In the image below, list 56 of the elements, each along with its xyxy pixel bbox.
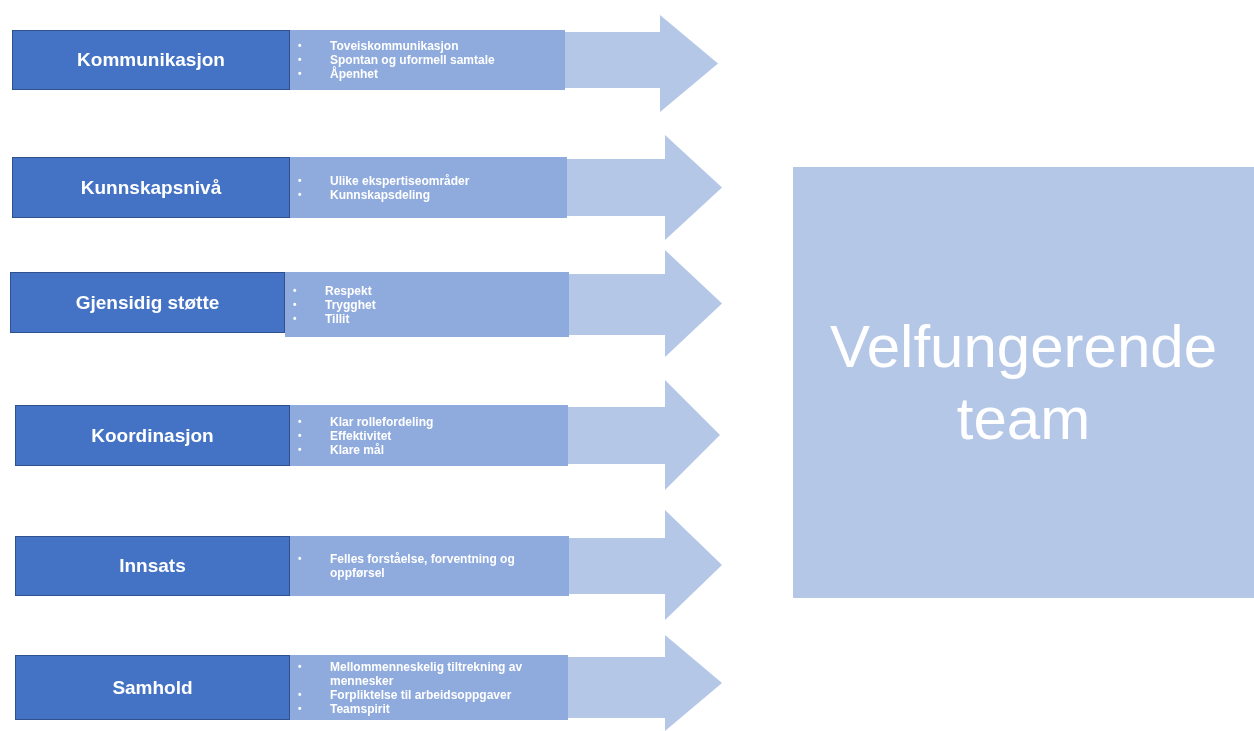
bullet-marker: • xyxy=(298,39,303,53)
category-box xyxy=(12,157,290,218)
bullet-item: Forpliktelse til arbeidsoppgaver xyxy=(330,687,512,702)
bullet-marker: • xyxy=(293,297,298,312)
bullet-marker: • xyxy=(298,701,303,716)
category-box xyxy=(12,30,290,90)
bullet-marker: • xyxy=(298,442,303,457)
detail-box xyxy=(290,536,569,596)
block-arrow xyxy=(568,380,720,490)
bullet-item: Trygghet xyxy=(325,297,376,312)
bullet-item: Spontan og uformell samtale xyxy=(330,53,495,67)
category-label: Innsats xyxy=(119,555,186,577)
detail-box xyxy=(285,272,569,337)
bullet-marker: • xyxy=(298,552,303,566)
bullet-marker: • xyxy=(298,173,303,188)
bullet-item: Klar rollefordeling xyxy=(330,414,434,429)
category-label: Koordinasjon xyxy=(91,424,214,447)
detail-box xyxy=(290,157,567,218)
bullet-item: Effektivitet xyxy=(330,428,392,443)
bullet-marker: • xyxy=(293,283,298,298)
category-box xyxy=(10,272,285,333)
category-box xyxy=(15,655,290,720)
bullet-item: Tillit xyxy=(325,311,350,326)
bullet-marker: • xyxy=(298,687,303,702)
result-box xyxy=(793,167,1254,598)
bullet-item: Teamspirit xyxy=(330,701,390,716)
bullet-item: Felles forståelse, forventning og oppførsel xyxy=(330,552,516,580)
block-arrow xyxy=(569,250,722,357)
bullet-item: Respekt xyxy=(325,283,372,298)
result-label: Velfungerende team xyxy=(829,311,1218,454)
detail-box xyxy=(290,655,568,720)
bullet-marker: • xyxy=(298,428,303,443)
bullet-marker: • xyxy=(298,67,303,81)
category-box xyxy=(15,536,290,596)
detail-box xyxy=(290,30,565,90)
bullet-item: Kunnskapsdeling xyxy=(330,187,430,202)
category-label: Samhold xyxy=(112,676,193,699)
bullet-item: Mellommenneskelig tiltrekning av mennesker xyxy=(330,659,524,688)
bullet-marker: • xyxy=(298,187,303,202)
category-box xyxy=(15,405,290,466)
bullet-marker: • xyxy=(298,414,303,429)
category-label: Kommunikasjon xyxy=(77,49,225,71)
bullet-item: Klare mål xyxy=(330,442,385,457)
category-label: Gjensidig støtte xyxy=(75,291,220,314)
bullet-marker: • xyxy=(293,311,298,326)
block-arrow xyxy=(568,635,722,731)
bullet-marker: • xyxy=(298,53,303,67)
detail-box xyxy=(290,405,568,466)
bullet-item: Toveiskommunikasjon xyxy=(330,39,459,53)
block-arrow xyxy=(569,510,722,620)
bullet-marker: • xyxy=(298,659,303,674)
bullet-item: Åpenhet xyxy=(330,67,378,81)
category-label: Kunnskapsnivå xyxy=(80,176,222,199)
block-arrow xyxy=(567,135,722,240)
bullet-item: Ulike ekspertiseområder xyxy=(330,173,470,188)
block-arrow xyxy=(565,15,718,112)
